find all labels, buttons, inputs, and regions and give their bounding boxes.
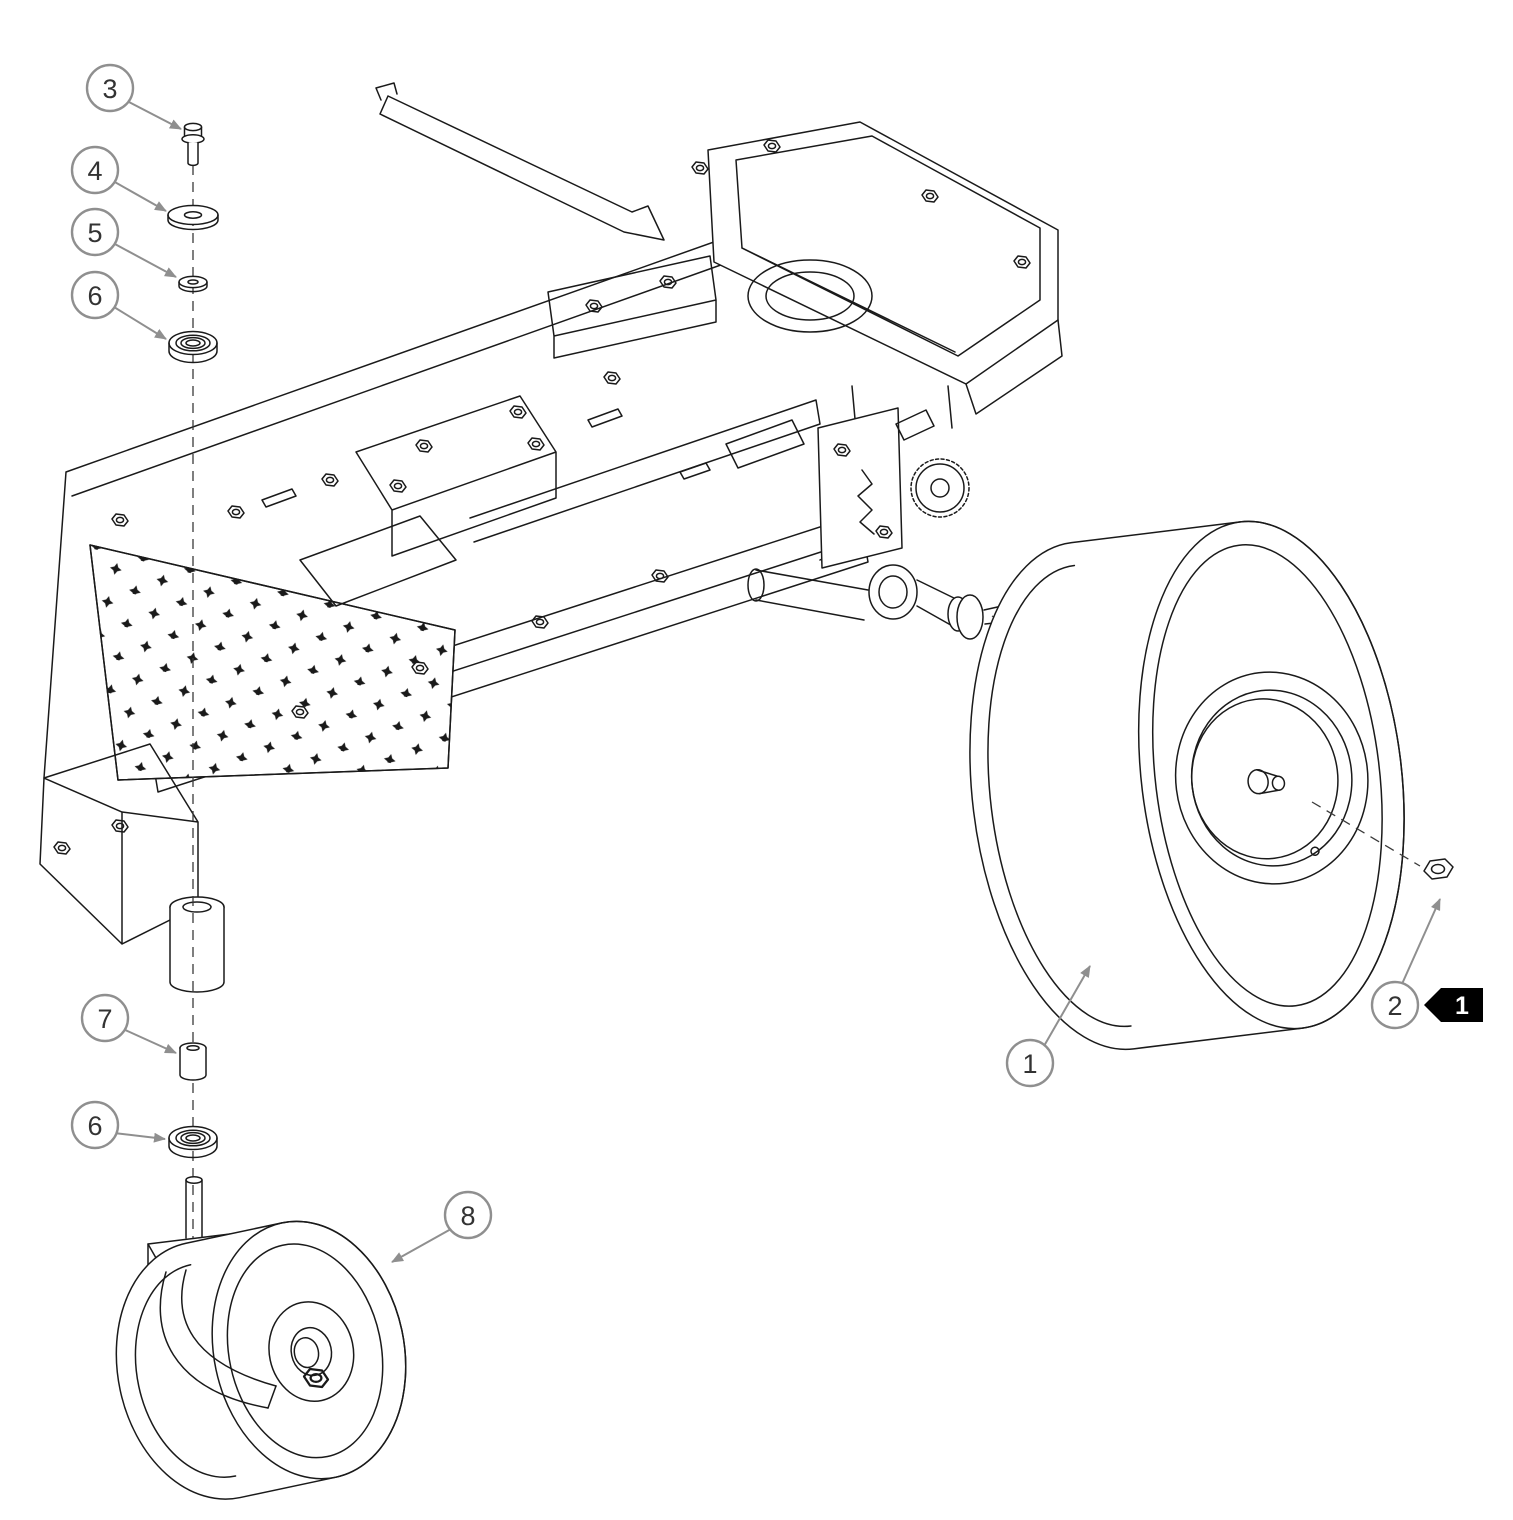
callout-5-label: 5 (87, 218, 102, 248)
bearing-top-drawing (168, 330, 218, 364)
callout-2-label: 2 (1387, 991, 1402, 1021)
callout-2-circle (1370, 980, 1420, 1030)
callout-3-circle (85, 63, 135, 113)
callout-2: 2 (1370, 898, 1441, 1030)
callout-8-label: 8 (460, 1201, 475, 1231)
callout-3-label: 3 (102, 74, 117, 104)
chassis-frame-drawing (39, 82, 1063, 993)
callout-6-top: 6 (70, 270, 167, 340)
callout-7-circle (80, 993, 130, 1043)
lug-nut-drawing (1423, 858, 1454, 880)
callout-6-bottom-label: 6 (87, 1111, 102, 1141)
rear-tire-drawing (969, 520, 1405, 1051)
caster-stack-drawing (168, 1042, 218, 1159)
callout-6-top-circle (70, 270, 120, 320)
callout-1: 1 (1005, 965, 1091, 1088)
part-ref-badge: 1 (1424, 988, 1483, 1022)
callout-8: 8 (391, 1190, 493, 1263)
callout-5-circle (70, 207, 120, 257)
part-ref-badge-shape (1424, 988, 1483, 1022)
front-bracket-bar (375, 82, 665, 241)
caster-tire (115, 1220, 407, 1500)
small-washer-drawing (178, 275, 208, 293)
callout-6-top-label: 6 (87, 281, 102, 311)
seat-bracket (547, 255, 717, 359)
channel-bracket (355, 395, 557, 557)
callout-7: 7 (80, 993, 177, 1054)
callout-6-bottom-circle (70, 1100, 120, 1150)
callout-1-circle (1005, 1038, 1055, 1088)
caster-stem (185, 1176, 203, 1239)
callout-4-circle (70, 145, 120, 195)
caster-wheel-assembly-drawing (115, 1176, 407, 1500)
callouts: 3 4 5 6 7 6 8 (70, 63, 1483, 1263)
axle-centerline-dashed-2 (1311, 801, 1421, 867)
engine-tray (707, 121, 1063, 431)
battery-tray (299, 515, 457, 607)
part-ref-badge-label: 1 (1455, 992, 1469, 1020)
valve-stem (1310, 846, 1320, 857)
callout-4-label: 4 (87, 156, 102, 186)
callout-3: 3 (85, 63, 182, 130)
bearing-bottom-drawing (168, 1125, 218, 1159)
callout-1-label: 1 (1022, 1049, 1037, 1079)
callout-4: 4 (70, 145, 167, 212)
caster-mount-tube (169, 896, 225, 993)
caster-fork-leg (159, 1269, 277, 1409)
callout-5: 5 (70, 207, 177, 278)
callout-8-circle (443, 1190, 493, 1240)
callout-6-bottom: 6 (70, 1100, 166, 1150)
large-washer-drawing (167, 204, 219, 231)
callout-7-label: 7 (97, 1004, 112, 1034)
hex-bolt-drawing (181, 122, 205, 167)
fastener-stack-drawing (167, 122, 219, 364)
spacer-bushing-drawing (179, 1042, 207, 1081)
transaxle-assembly (725, 407, 1009, 640)
